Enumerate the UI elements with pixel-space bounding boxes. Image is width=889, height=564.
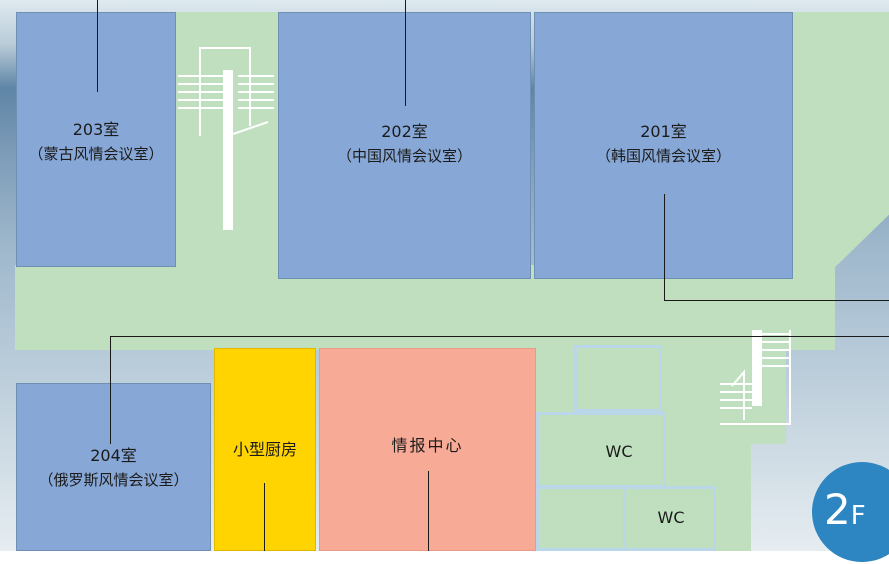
leader-line-204-v — [110, 336, 111, 444]
leader-line-info — [428, 471, 429, 551]
wc-cell-a — [574, 345, 662, 412]
leader-line-201-v — [664, 194, 665, 300]
main-corridor — [15, 265, 835, 350]
room-203-label: 203室 （蒙古风情会议室） — [16, 118, 176, 166]
room-203-number: 203室 — [72, 120, 120, 139]
stairs-west-icon — [178, 47, 274, 230]
room-203-name: （蒙古风情会议室） — [28, 145, 164, 163]
floor-badge: 2F — [812, 462, 889, 562]
room-204-label: 204室 （俄罗斯风情会议室） — [16, 444, 211, 492]
room-202-name: （中国风情会议室） — [336, 147, 472, 165]
room-info-center[interactable] — [319, 348, 536, 551]
room-202[interactable] — [278, 12, 531, 279]
room-201[interactable] — [534, 12, 793, 279]
room-small-kitchen[interactable] — [214, 348, 316, 551]
wc-label-2: WC — [657, 508, 685, 527]
room-204[interactable] — [16, 383, 211, 551]
room-203[interactable] — [16, 12, 176, 267]
room-204-number: 204室 — [90, 446, 137, 465]
wc-cell-c — [622, 486, 716, 551]
floor-number: 2 — [824, 485, 851, 534]
room-201-label: 201室 （韩国风情会议室） — [534, 120, 793, 168]
leader-line-202 — [405, 0, 406, 106]
leader-line-kitchen — [264, 483, 265, 551]
wc-label-1: WC — [605, 442, 633, 461]
room-202-number: 202室 — [381, 122, 428, 141]
floor-letter: F — [850, 501, 866, 531]
room-201-name: （韩国风情会议室） — [595, 147, 731, 165]
kitchen-label: 小型厨房 — [232, 440, 297, 459]
info-center-label: 情报中心 — [391, 436, 464, 455]
wc-cell-d — [536, 486, 626, 551]
leader-line-201-h — [664, 300, 889, 301]
stairs-east-icon — [720, 330, 791, 425]
room-201-number: 201室 — [640, 122, 687, 141]
room-204-name: （俄罗斯风情会议室） — [38, 471, 189, 489]
leader-line-204-h — [110, 336, 889, 337]
leader-line-203 — [97, 0, 98, 92]
room-202-label: 202室 （中国风情会议室） — [278, 120, 531, 168]
